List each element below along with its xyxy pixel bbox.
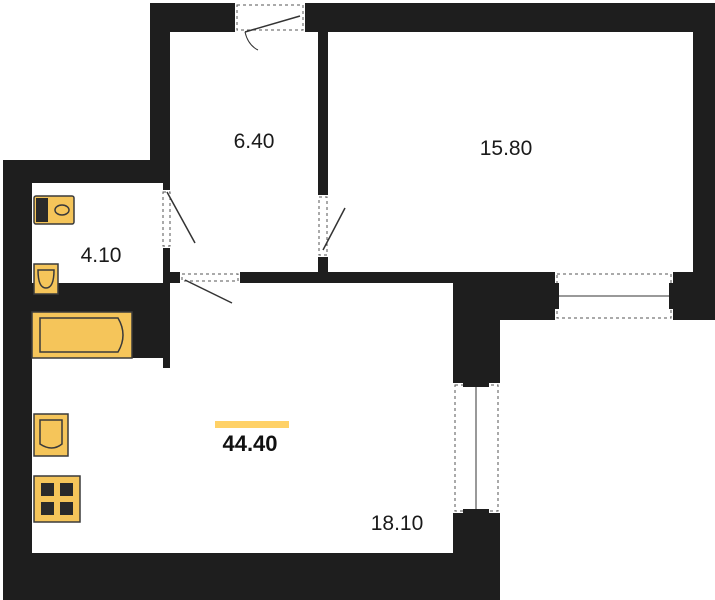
area-room: 15.80	[480, 137, 533, 160]
window-kitchen	[453, 381, 500, 515]
area-kitchen-living: 18.10	[371, 512, 424, 535]
stove-icon	[33, 475, 81, 523]
toilet-icon	[33, 195, 75, 225]
kitchen-sink-icon	[33, 413, 69, 457]
entrance-door	[235, 3, 305, 51]
sink-icon	[33, 263, 59, 295]
area-hall: 6.40	[234, 130, 275, 153]
total-area-label: 44.40	[222, 431, 277, 456]
bathtub-icon	[31, 311, 133, 359]
area-bathroom: 4.10	[81, 244, 122, 267]
bathroom-door	[162, 190, 196, 248]
kitchen-door	[180, 272, 240, 304]
total-area-accent	[215, 421, 289, 428]
room-door	[318, 195, 346, 257]
window-room	[553, 272, 675, 320]
